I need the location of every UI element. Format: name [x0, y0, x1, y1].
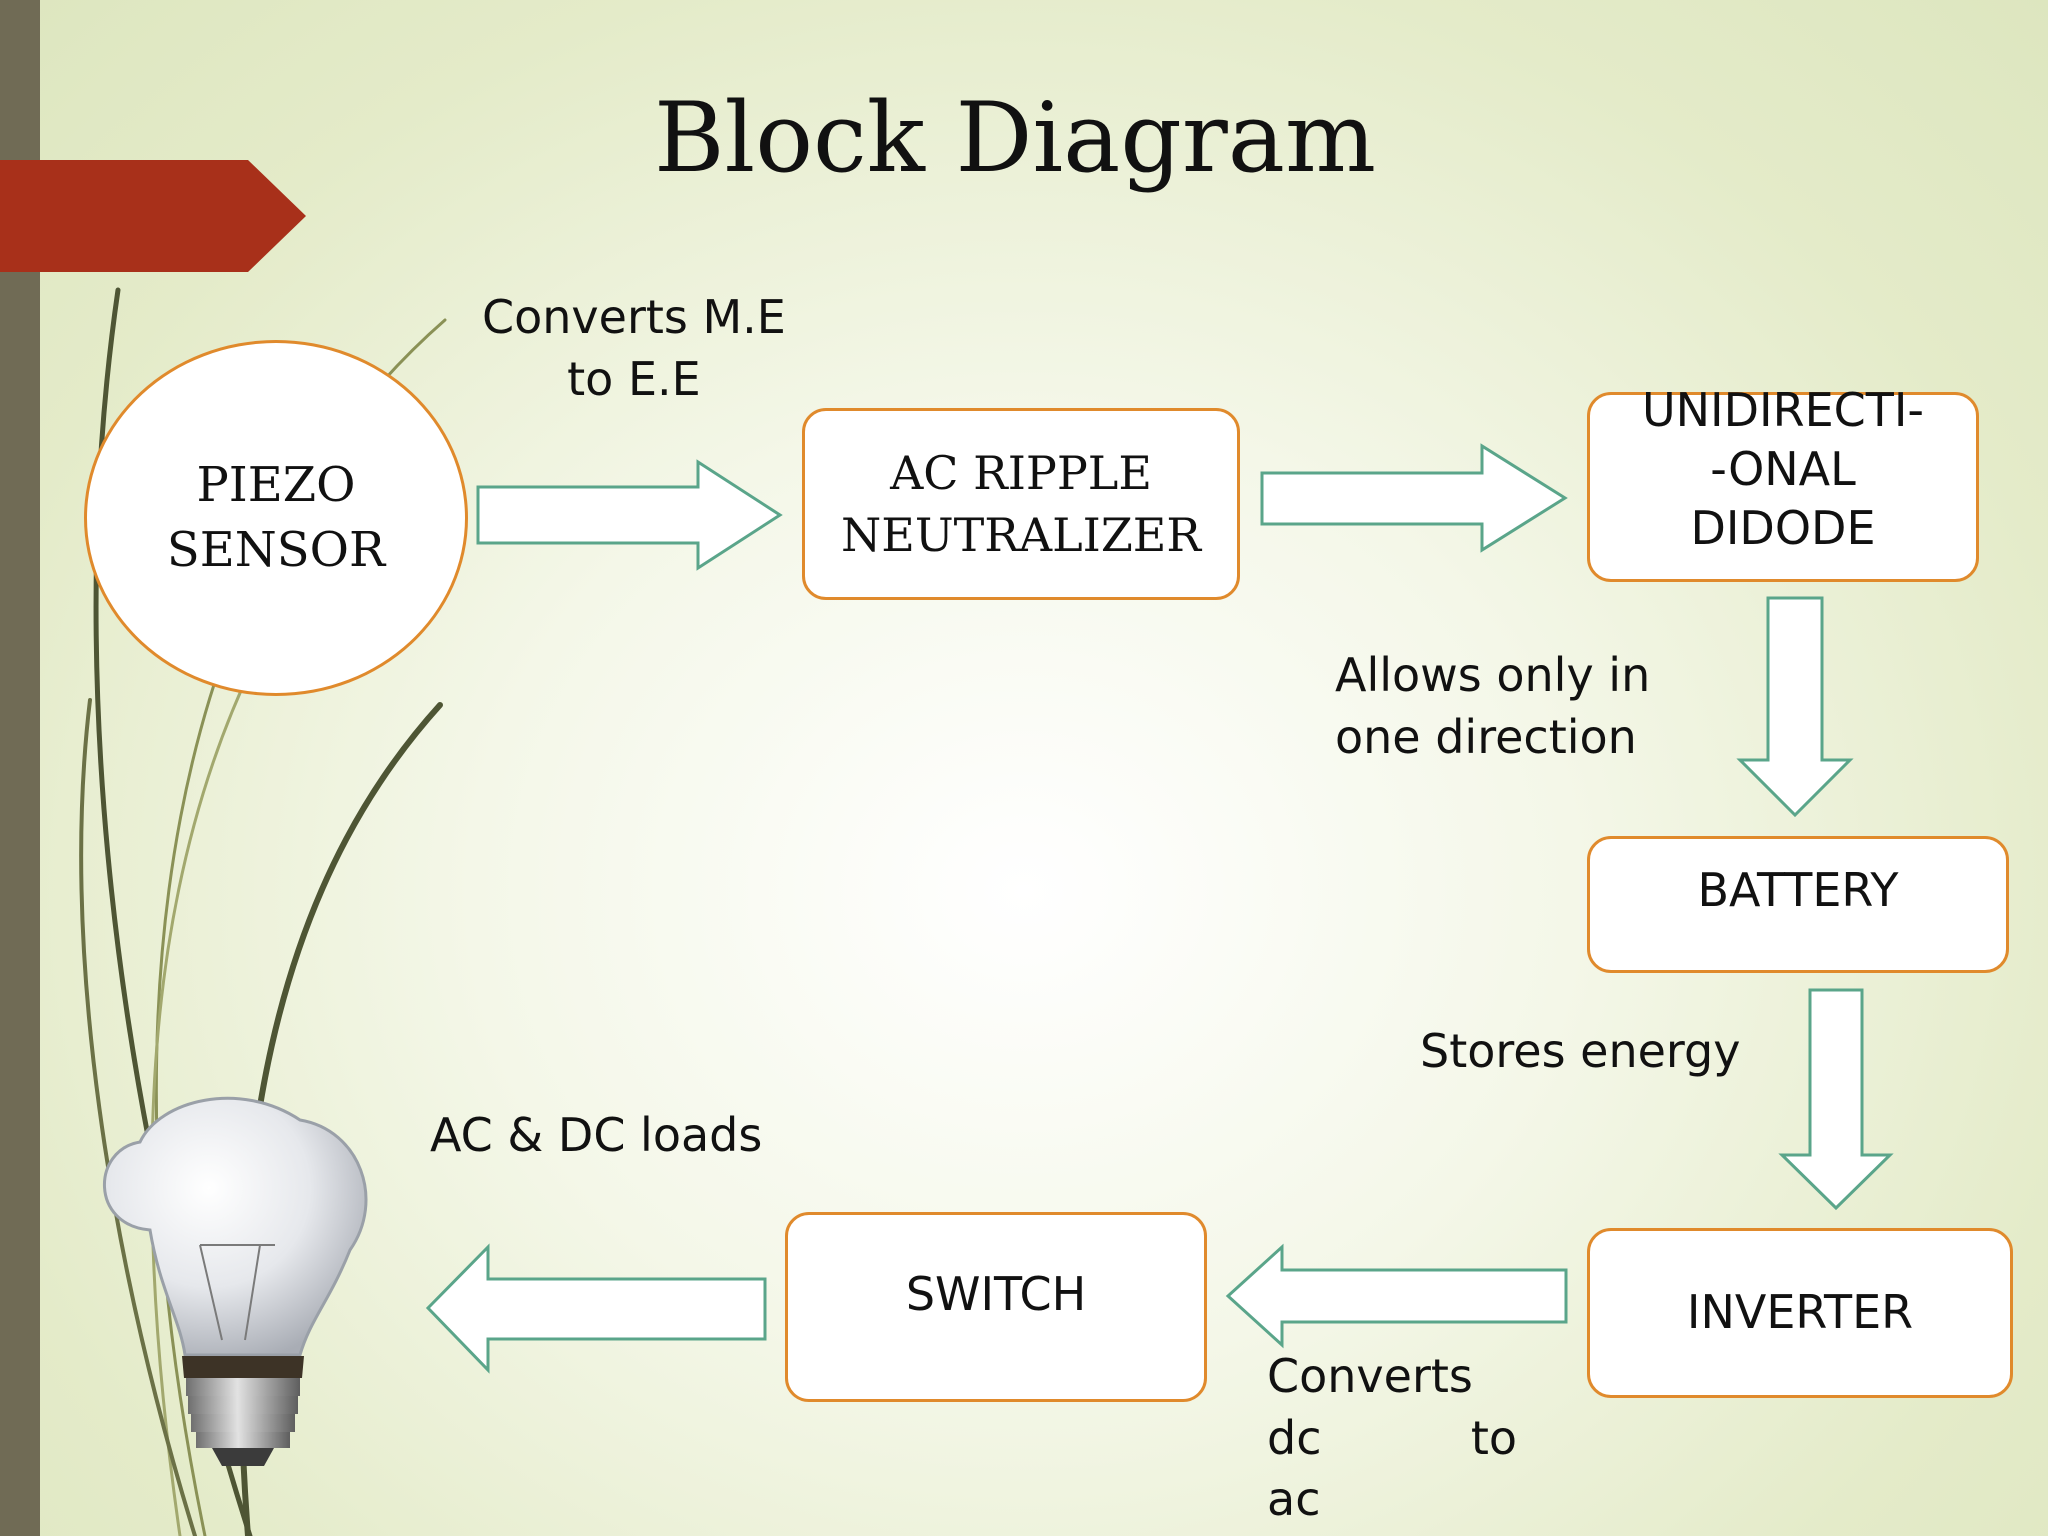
arrow-piezo-to-ac-ripple	[476, 459, 783, 571]
arrow-diode-to-battery	[1736, 596, 1854, 818]
converts-dc-word-dc: dc	[1267, 1410, 1322, 1465]
light-bulb-icon	[103, 1096, 368, 1466]
switch-block: SWITCH	[785, 1212, 1207, 1402]
inverter-block: INVERTER	[1587, 1228, 2013, 1398]
converts-dc-line1: Converts	[1267, 1349, 1473, 1403]
battery-block: BATTERY	[1587, 836, 2009, 973]
ac-ripple-line2: NEUTRALIZER	[840, 508, 1202, 562]
inverter-label: INVERTER	[1686, 1285, 1914, 1340]
allows-line1: Allows only in	[1335, 648, 1651, 702]
diode-line3: DIDODE	[1690, 500, 1876, 555]
arrow-ac-ripple-to-diode	[1260, 443, 1568, 553]
converts-dc-word-to: to	[1470, 1410, 1517, 1465]
annotation-stores-energy: Stores energy	[1420, 1024, 1741, 1078]
annotation-converts-me: Converts M.E to E.E	[482, 286, 786, 410]
annotation-converts-dc-to-ac: Converts dc to ac	[1267, 1346, 1517, 1531]
ac-ripple-line1: AC RIPPLE	[890, 445, 1152, 500]
diode-line1: UNIDIRECTI-	[1641, 383, 1925, 437]
ac-ripple-neutralizer-block: AC RIPPLE NEUTRALIZER	[802, 408, 1240, 600]
battery-label: BATTERY	[1697, 863, 1899, 917]
switch-label: SWITCH	[905, 1267, 1087, 1321]
converts-me-line2: to E.E	[567, 352, 701, 407]
converts-dc-line2: dc to	[1267, 1408, 1517, 1470]
arrow-switch-to-loads	[425, 1243, 767, 1374]
piezo-label-line1: PIEZO	[196, 457, 356, 514]
unidirectional-diode-block: UNIDIRECTI- -ONAL DIDODE	[1587, 383, 1979, 582]
annotation-ac-dc-loads: AC & DC loads	[430, 1108, 763, 1162]
piezo-sensor-block: PIEZO SENSOR	[84, 340, 468, 696]
diode-line2: -ONAL	[1710, 441, 1856, 496]
converts-me-line1: Converts M.E	[482, 290, 786, 344]
page-title: Block Diagram	[653, 82, 1376, 194]
converts-dc-line3: ac	[1267, 1472, 1321, 1527]
piezo-label-line2: SENSOR	[166, 522, 386, 578]
arrow-battery-to-inverter	[1778, 988, 1894, 1211]
arrow-inverter-to-switch	[1225, 1243, 1568, 1349]
allows-line2: one direction	[1335, 710, 1637, 765]
red-tab	[0, 160, 306, 272]
annotation-allows-one-direction: Allows only in one direction	[1335, 644, 1650, 768]
